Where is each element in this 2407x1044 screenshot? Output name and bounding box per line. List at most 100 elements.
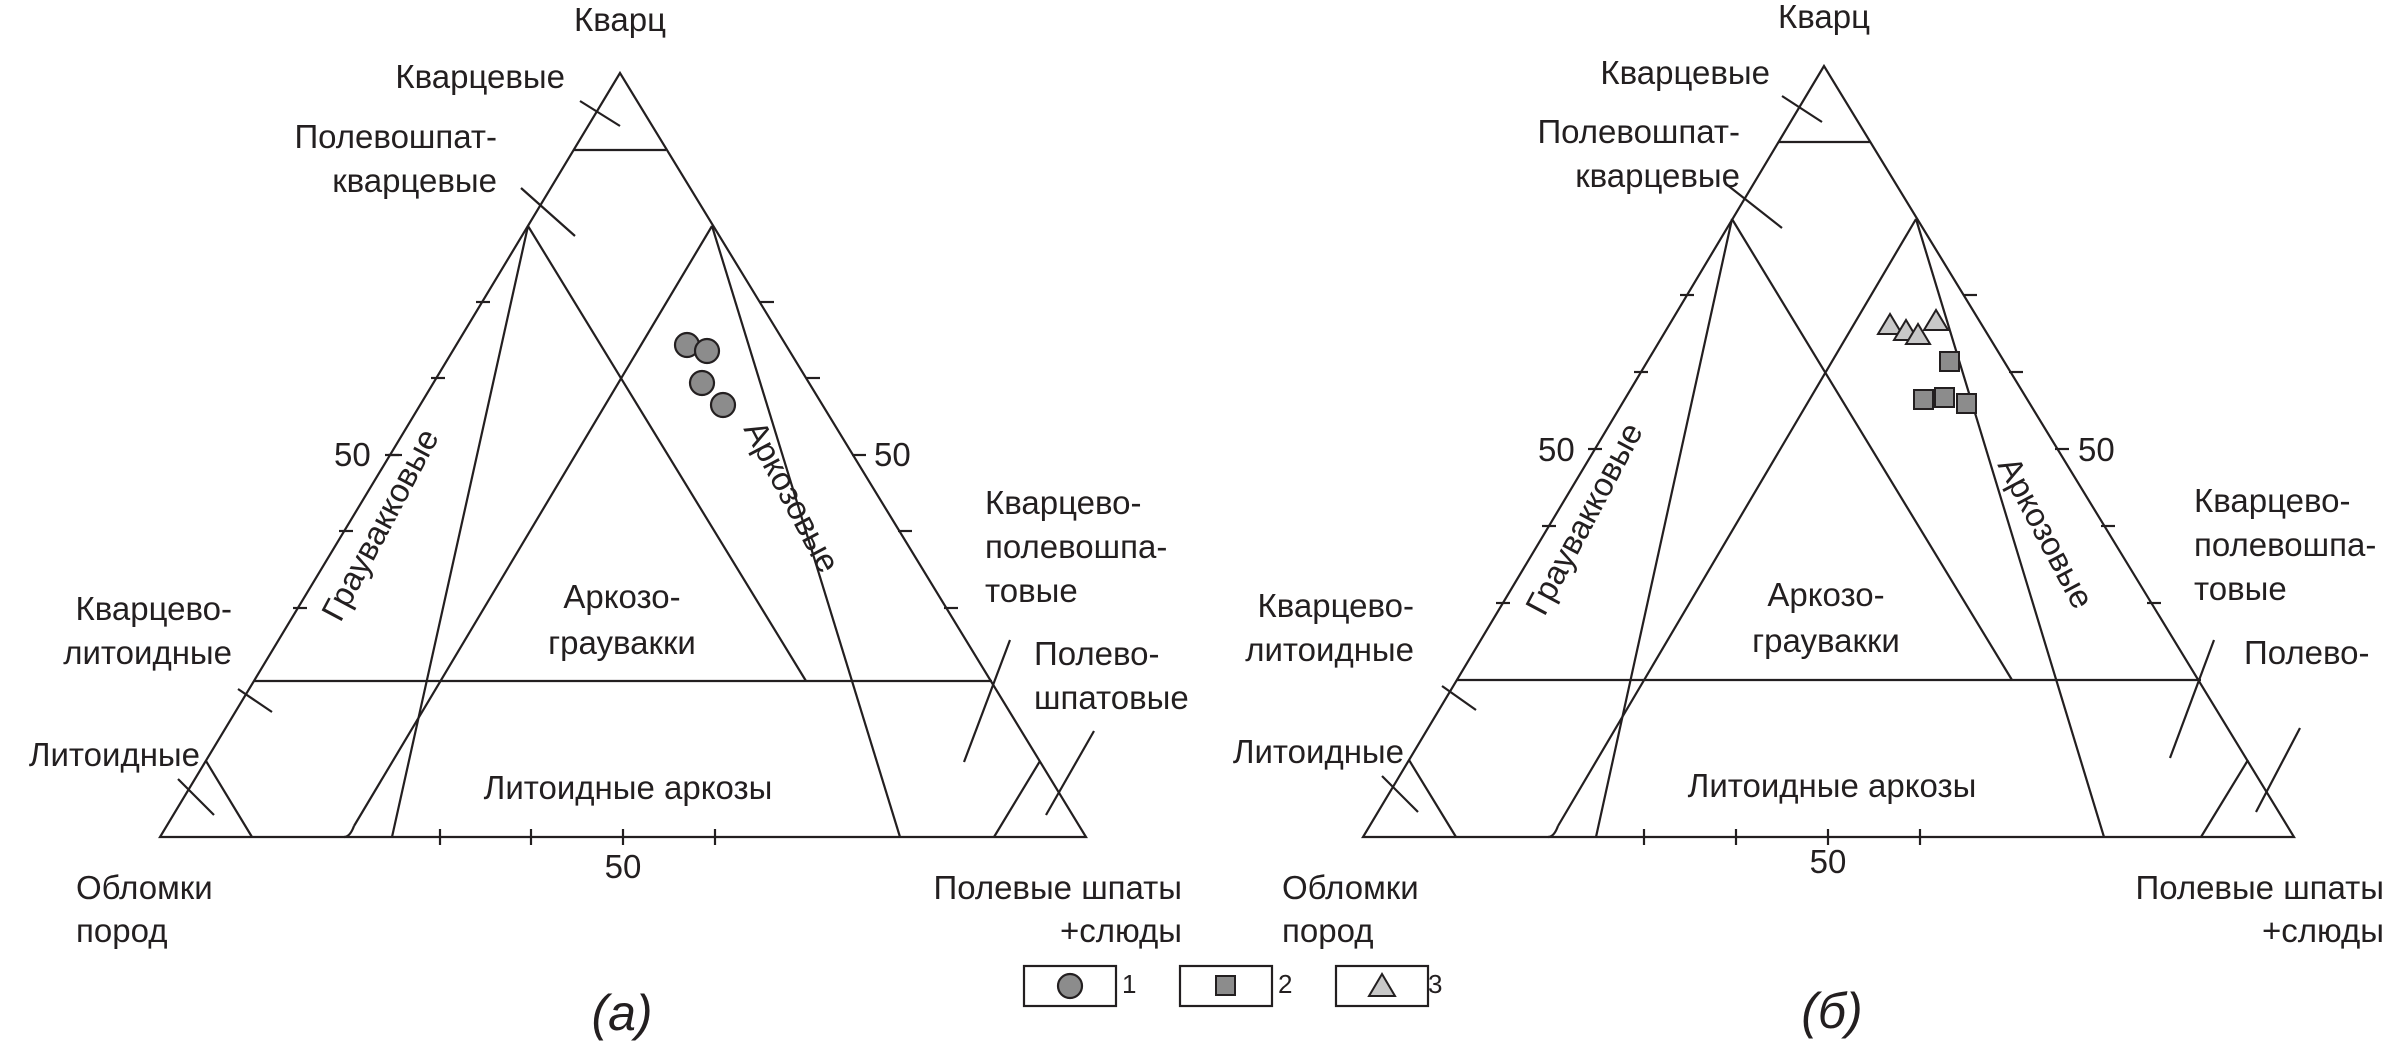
vertex-right-label: Полевые шпаты xyxy=(2135,869,2384,906)
side-label-fsp-quartz: кварцевые xyxy=(332,162,497,199)
vertex-left-label: пород xyxy=(1282,912,1373,949)
data-point-triangle xyxy=(1922,308,1950,331)
side-label-quartz-litho: Кварцево- xyxy=(76,590,232,627)
tick-label-right: 50 xyxy=(2078,431,2115,468)
vertex-right-label: +слюды xyxy=(1060,912,1182,949)
legend-box xyxy=(1022,964,1118,1008)
boundary-graywacke xyxy=(527,225,807,682)
side-label-quartz-litho: Кварцево- xyxy=(1258,587,1414,624)
side-label-quartz-fsp: полевошпа- xyxy=(2194,526,2376,563)
legend-box xyxy=(1334,964,1430,1008)
side-label-fsp: Полево- xyxy=(2244,634,2369,671)
side-label-fsp: Полево- xyxy=(1034,635,1159,672)
side-label-quartz-litho: литоидные xyxy=(63,634,232,671)
side-label-fsp-quartz: Полевошпат- xyxy=(294,118,497,155)
side-label-fsp-quartz: Полевошпат- xyxy=(1537,113,1740,150)
leader-fsp xyxy=(1045,730,1095,816)
data-point-triangle xyxy=(1876,312,1904,335)
legend: 1 2 3 xyxy=(1022,964,1442,1008)
side-label-quartz-fsp: полевошпа- xyxy=(985,528,1167,565)
boundary-litho-arkose-left xyxy=(1547,825,1560,839)
legend-label: 2 xyxy=(1278,969,1292,999)
legend-item-square: 2 xyxy=(1178,964,1292,1008)
field-label-litho-arkose: Литоидные аркозы xyxy=(484,769,773,806)
leader-quartz-litho xyxy=(1441,685,1477,711)
vertex-right-label: +слюды xyxy=(2262,912,2384,949)
legend-triangle-symbol xyxy=(1367,972,1397,997)
leader-litho xyxy=(1381,775,1419,813)
vertex-left-label: пород xyxy=(76,912,167,949)
data-point-triangle xyxy=(1904,322,1932,345)
leader-fsp xyxy=(2255,727,2301,813)
leader-quartz-litho xyxy=(237,688,273,713)
legend-label: 3 xyxy=(1428,969,1442,999)
legend-circle-symbol xyxy=(1056,972,1084,1000)
legend-box xyxy=(1178,964,1274,1008)
side-label-quartz-fsp: товые xyxy=(985,572,1078,609)
caption-a: (а) xyxy=(591,985,652,1041)
data-point-circle xyxy=(693,337,721,365)
legend-square-symbol xyxy=(1215,975,1236,996)
leader-fsp-quartz xyxy=(1725,183,1783,229)
side-label-quartz-fsp: Кварцево- xyxy=(985,484,1141,521)
boundary-quartz-75 xyxy=(390,225,530,838)
boundary-arkose xyxy=(353,225,713,827)
side-label-fsp: шпатовые xyxy=(1034,679,1189,716)
diagram-b: Кварц Обломки пород Полевые шпаты +слюды… xyxy=(1233,0,2384,1039)
vertex-right-label: Полевые шпаты xyxy=(933,869,1182,906)
leader-fsp-quartz xyxy=(520,187,576,237)
leader-quartz xyxy=(1781,95,1823,123)
boundary-quartz-75b xyxy=(1914,218,2106,838)
field-label-arkose: Аркозовые xyxy=(1991,451,2102,615)
vertex-left-label: Обломки xyxy=(1282,869,1419,906)
field-label-litho-arkose: Литоидные аркозы xyxy=(1688,767,1977,804)
diagram-a: Кварц Обломки пород Полевые шпаты +слюды… xyxy=(29,1,1189,1041)
data-point-circle xyxy=(709,391,737,419)
vertex-left-label: Обломки xyxy=(76,869,213,906)
side-label-fsp-quartz: кварцевые xyxy=(1575,157,1740,194)
corner-right-boundary xyxy=(993,760,1041,838)
boundary-graywacke xyxy=(1731,218,2013,681)
boundary-arkose xyxy=(1557,218,1917,827)
tick-label-left: 50 xyxy=(334,436,371,473)
boundary-litho-arkose-left xyxy=(343,825,356,839)
field-label-arkose-graywacke: Аркозо- xyxy=(1767,576,1884,613)
leader-litho xyxy=(177,778,215,816)
legend-label: 1 xyxy=(1122,969,1136,999)
side-label-litho: Литоидные xyxy=(29,736,200,773)
side-label-quartz: Кварцевые xyxy=(395,58,565,95)
tick-label-left: 50 xyxy=(1538,431,1575,468)
field-label-arkose-graywacke: граувакки xyxy=(1752,622,1900,659)
tick-label-bottom: 50 xyxy=(605,848,642,885)
data-point-square xyxy=(1956,393,1977,414)
legend-item-triangle: 3 xyxy=(1334,964,1442,1008)
side-label-quartz-litho: литоидные xyxy=(1245,631,1414,668)
side-label-quartz-fsp: товые xyxy=(2194,570,2287,607)
triangle-outline xyxy=(1361,63,2296,839)
corner-right-boundary xyxy=(2200,759,2249,838)
tick-label-bottom: 50 xyxy=(1810,843,1847,880)
side-label-quartz: Кварцевые xyxy=(1600,54,1770,91)
caption-b: (б) xyxy=(1801,983,1862,1039)
field-label-arkose-graywacke: граувакки xyxy=(548,624,696,661)
vertex-top-label: Кварц xyxy=(574,1,666,38)
triangle-outline xyxy=(158,70,1088,839)
boundary-quartz-75b xyxy=(710,225,902,838)
data-point-circle xyxy=(688,369,716,397)
boundary-quartz-75 xyxy=(1594,218,1734,838)
field-label-arkose-graywacke: Аркозо- xyxy=(563,578,680,615)
corner-left-boundary xyxy=(1408,759,1457,838)
side-label-quartz-fsp: Кварцево- xyxy=(2194,482,2350,519)
data-point-square xyxy=(1939,351,1960,372)
vertex-top-label: Кварц xyxy=(1778,0,1870,35)
tick-label-right: 50 xyxy=(874,436,911,473)
legend-item-circle: 1 xyxy=(1022,964,1136,1008)
leader-quartz-fsp xyxy=(2168,639,2216,759)
data-point-square xyxy=(1913,389,1934,410)
data-point-square xyxy=(1934,387,1955,408)
leader-quartz-fsp xyxy=(962,639,1012,763)
leader-quartz xyxy=(579,100,621,127)
side-label-litho: Литоидные xyxy=(1233,733,1404,770)
corner-left-boundary xyxy=(205,760,253,838)
